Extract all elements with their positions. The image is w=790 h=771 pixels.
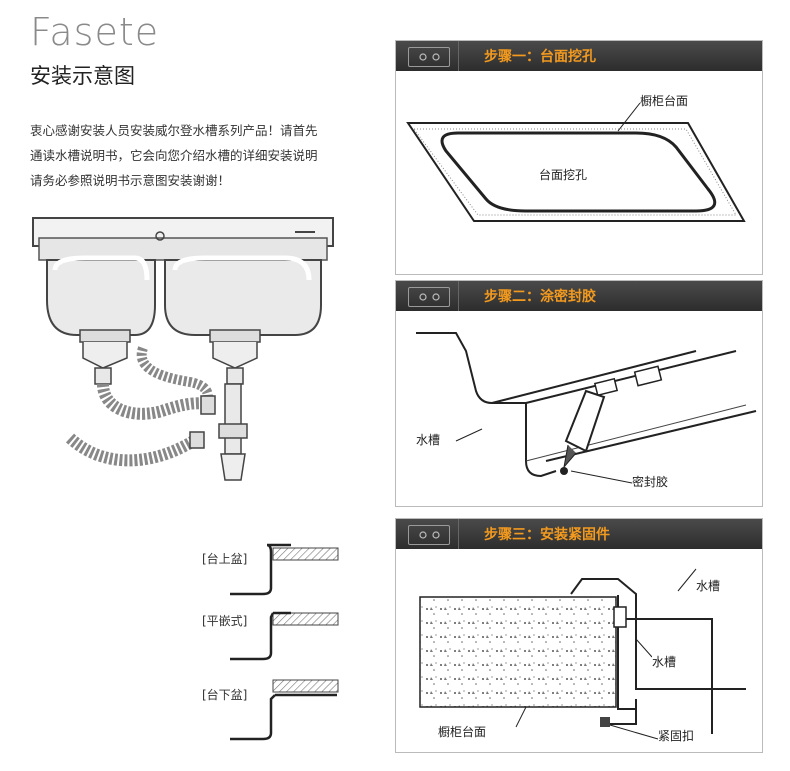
step-3-title: 步骤三：安装紧固件 [484, 527, 610, 543]
type-label-under-mount: [台下盆] [202, 688, 248, 702]
sink-icon [408, 287, 450, 307]
label-sink-top: 水槽 [696, 577, 721, 594]
step-2-header: 步骤二：涂密封胶 [396, 281, 762, 311]
step-1-title: 步骤一：台面挖孔 [484, 49, 596, 65]
label-fastener: 紧固扣 [658, 727, 695, 744]
page-title: 安装示意图 [30, 64, 135, 88]
step-1-panel: 步骤一：台面挖孔 橱柜台面 台面挖孔 [395, 40, 763, 275]
top-mount-diagram [230, 543, 339, 596]
intro-line: 通读水槽说明书，它会向您介绍水槽的详细安装说明 [30, 148, 318, 163]
step-2-panel: 步骤二：涂密封胶 水槽 密封胶 [395, 280, 763, 507]
sink-icon [408, 47, 450, 67]
sealant-diagram [416, 332, 757, 484]
fastener-diagram [419, 568, 746, 740]
intro-text: 衷心感谢安装人员安装威尔登水槽系列产品！请首先 通读水槽说明书，它会向您介绍水槽… [30, 118, 390, 193]
brand-logo: Fasete [30, 10, 160, 54]
label-cutout: 台面挖孔 [539, 166, 588, 183]
step-2-title: 步骤二：涂密封胶 [484, 289, 596, 305]
double-sink-illustration [32, 217, 334, 481]
type-label-top-mount: [台上盆] [202, 552, 248, 566]
step-3-header: 步骤三：安装紧固件 [396, 519, 762, 549]
label-sink-side: 水槽 [652, 653, 677, 670]
intro-line: 衷心感谢安装人员安装威尔登水槽系列产品！请首先 [30, 123, 318, 138]
flush-mount-diagram [230, 611, 339, 661]
sink-icon [408, 525, 450, 545]
under-mount-diagram [230, 679, 339, 741]
type-label-flush-mount: [平嵌式] [202, 614, 248, 628]
label-countertop: 橱柜台面 [640, 92, 689, 109]
step-3-panel: 步骤三：安装紧固件 水槽 水槽 橱柜台面 紧固扣 [395, 518, 763, 753]
intro-line: 请务必参照说明书示意图安装谢谢！ [30, 173, 231, 188]
label-countertop: 橱柜台面 [438, 723, 487, 740]
label-sealant: 密封胶 [632, 473, 669, 490]
label-sink: 水槽 [416, 431, 441, 448]
step-1-header: 步骤一：台面挖孔 [396, 41, 762, 71]
